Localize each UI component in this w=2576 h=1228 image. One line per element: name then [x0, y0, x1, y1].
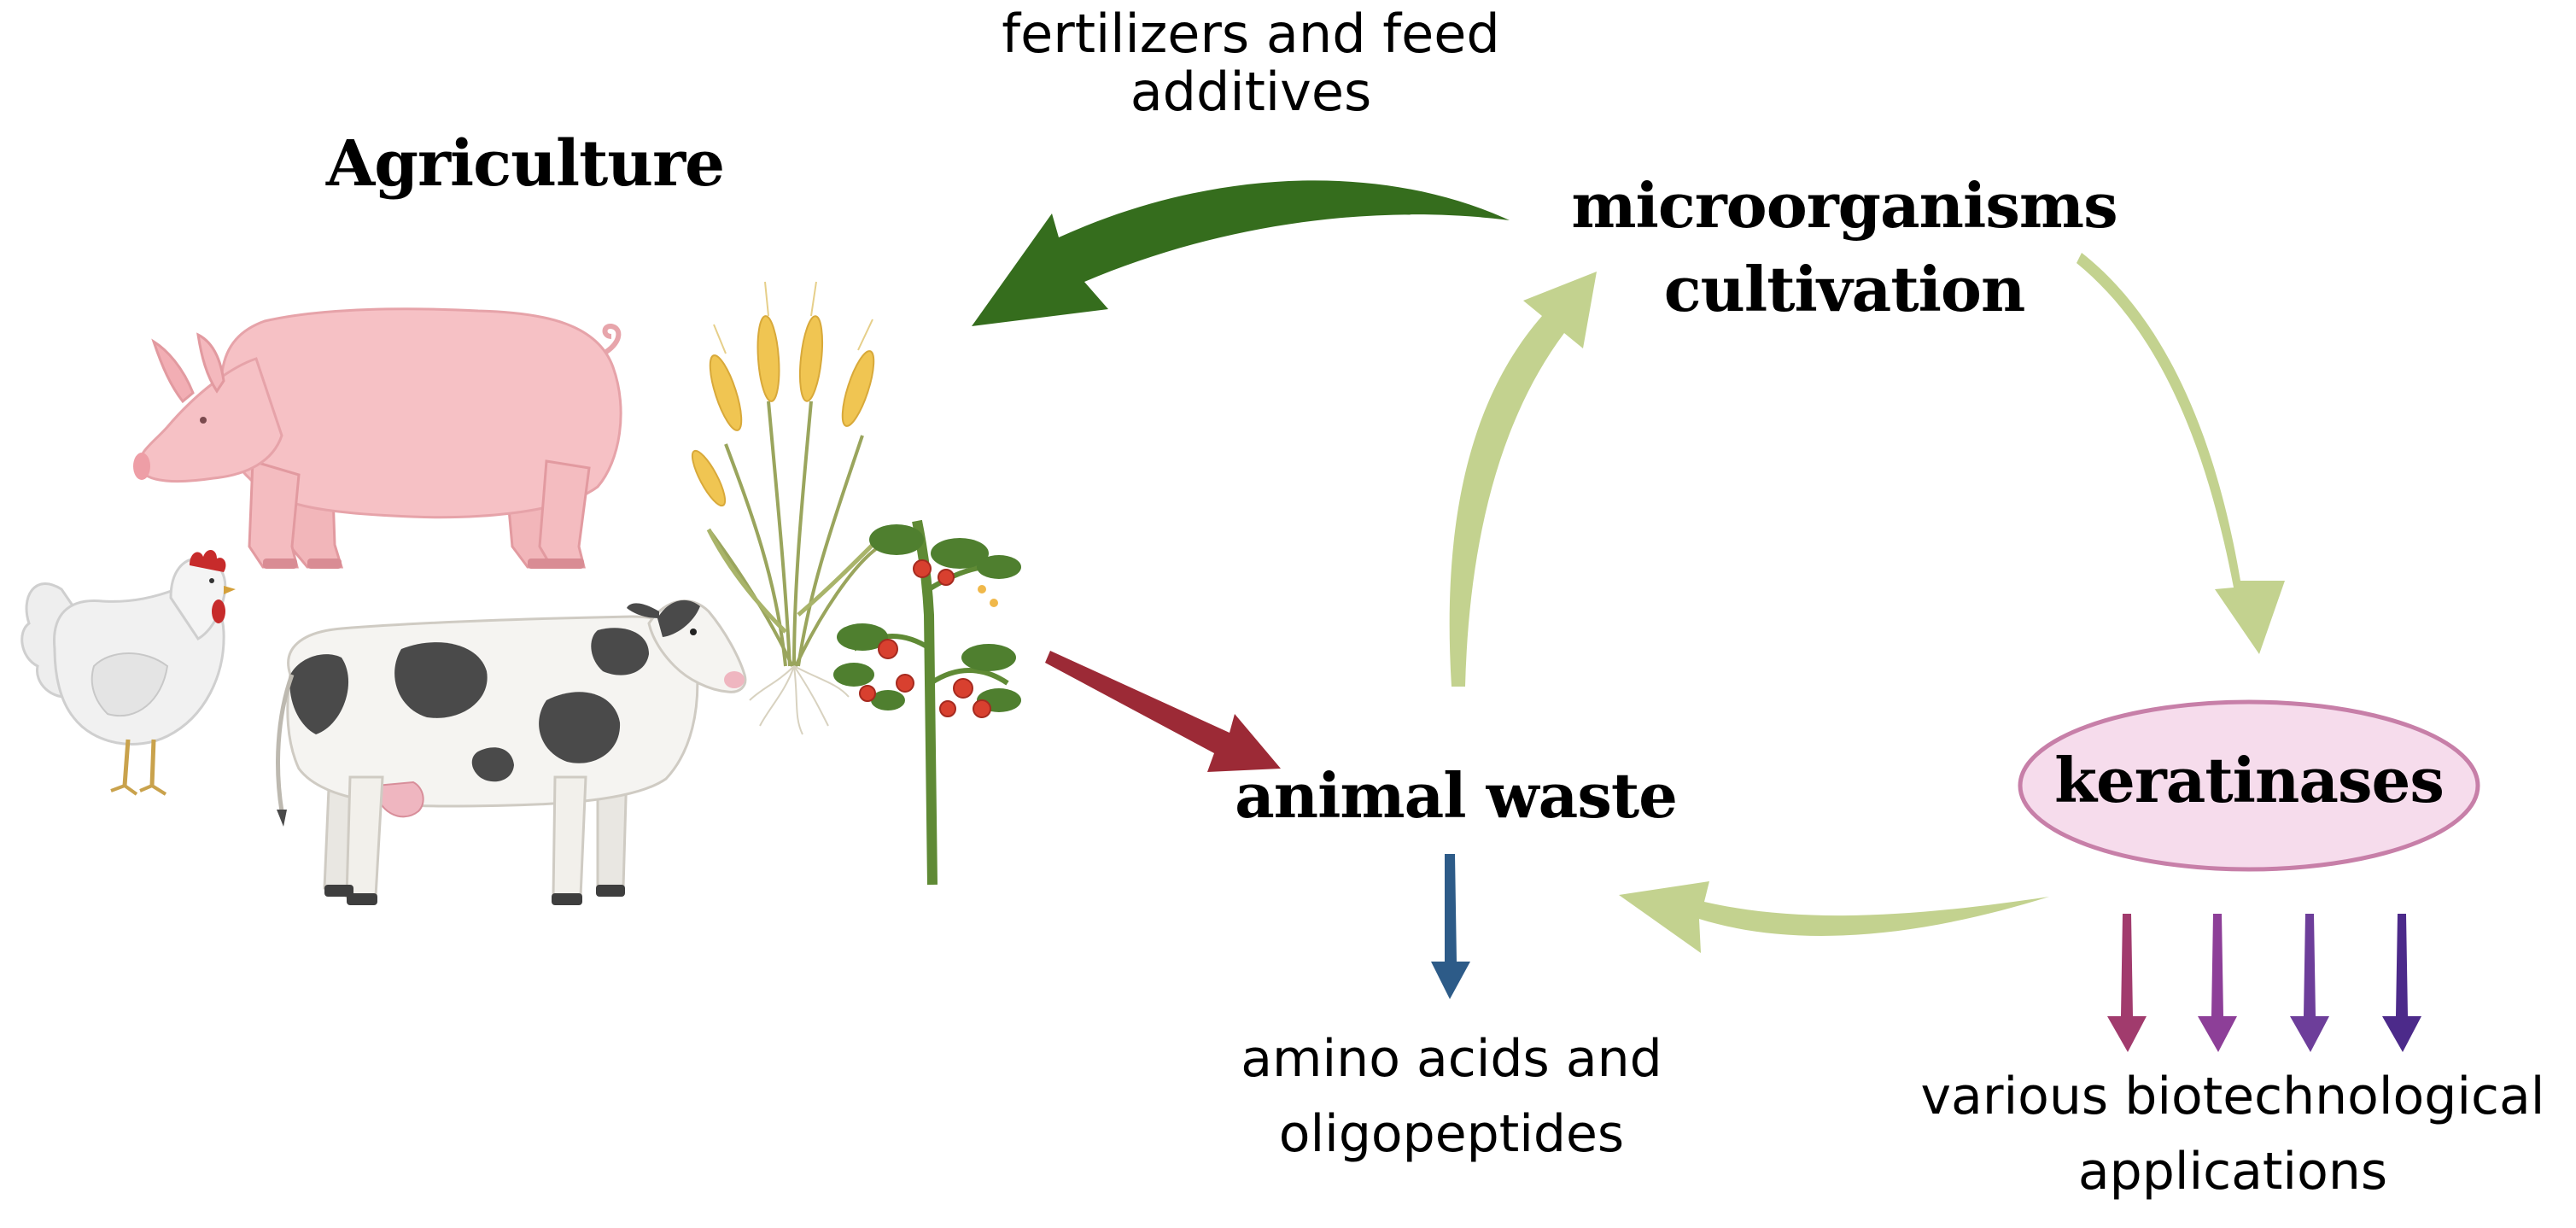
purple-arrow-1: [2107, 914, 2147, 1052]
chicken-icon: [20, 549, 236, 796]
cow-icon: [276, 599, 747, 905]
amino-line-1: amino acids and: [1241, 1029, 1662, 1089]
biotech-label: various biotechnological applications: [1895, 1059, 2570, 1209]
fertilizers-line-1: fertilizers and feed: [1002, 3, 1500, 65]
micro-line-2: cultivation: [1663, 253, 2026, 325]
light-green-arrow-right: [2077, 253, 2285, 654]
dark-green-arrow: [972, 180, 1510, 326]
purple-arrow-2: [2198, 914, 2237, 1052]
fertilizers-line-2: additives: [1130, 61, 1372, 123]
keratinases-label: keratinases: [2032, 745, 2466, 816]
biotech-line-1: various biotechnological: [1920, 1067, 2545, 1126]
amino-acids-label: amino acids and oligopeptides: [1161, 1021, 1742, 1172]
wheat-icon: [691, 281, 890, 735]
amino-line-2: oligopeptides: [1278, 1104, 1625, 1164]
blue-arrow: [1431, 854, 1470, 999]
light-green-arrow-up: [1449, 272, 1597, 687]
biotech-line-2: applications: [2077, 1142, 2388, 1202]
agriculture-text: Agriculture: [325, 127, 725, 201]
agriculture-label: Agriculture: [307, 128, 743, 200]
microorganisms-label: microorganisms cultivation: [1554, 164, 2135, 331]
purple-arrows: [2107, 914, 2421, 1052]
light-green-arrow-bottom: [1619, 881, 2049, 953]
animal-waste-label: animal waste: [1230, 760, 1682, 832]
keratinases-ellipse: [2018, 699, 2480, 872]
fertilizers-label: fertilizers and feed additives: [939, 5, 1563, 121]
red-arrow: [1045, 651, 1281, 772]
purple-arrow-4: [2382, 914, 2421, 1052]
keratinases-text: keratinases: [2054, 744, 2445, 816]
micro-line-1: microorganisms: [1571, 169, 2117, 242]
purple-arrow-3: [2290, 914, 2329, 1052]
pig-icon: [133, 307, 622, 569]
tomato-plant-icon: [833, 519, 1021, 886]
animal-waste-text: animal waste: [1235, 759, 1678, 832]
